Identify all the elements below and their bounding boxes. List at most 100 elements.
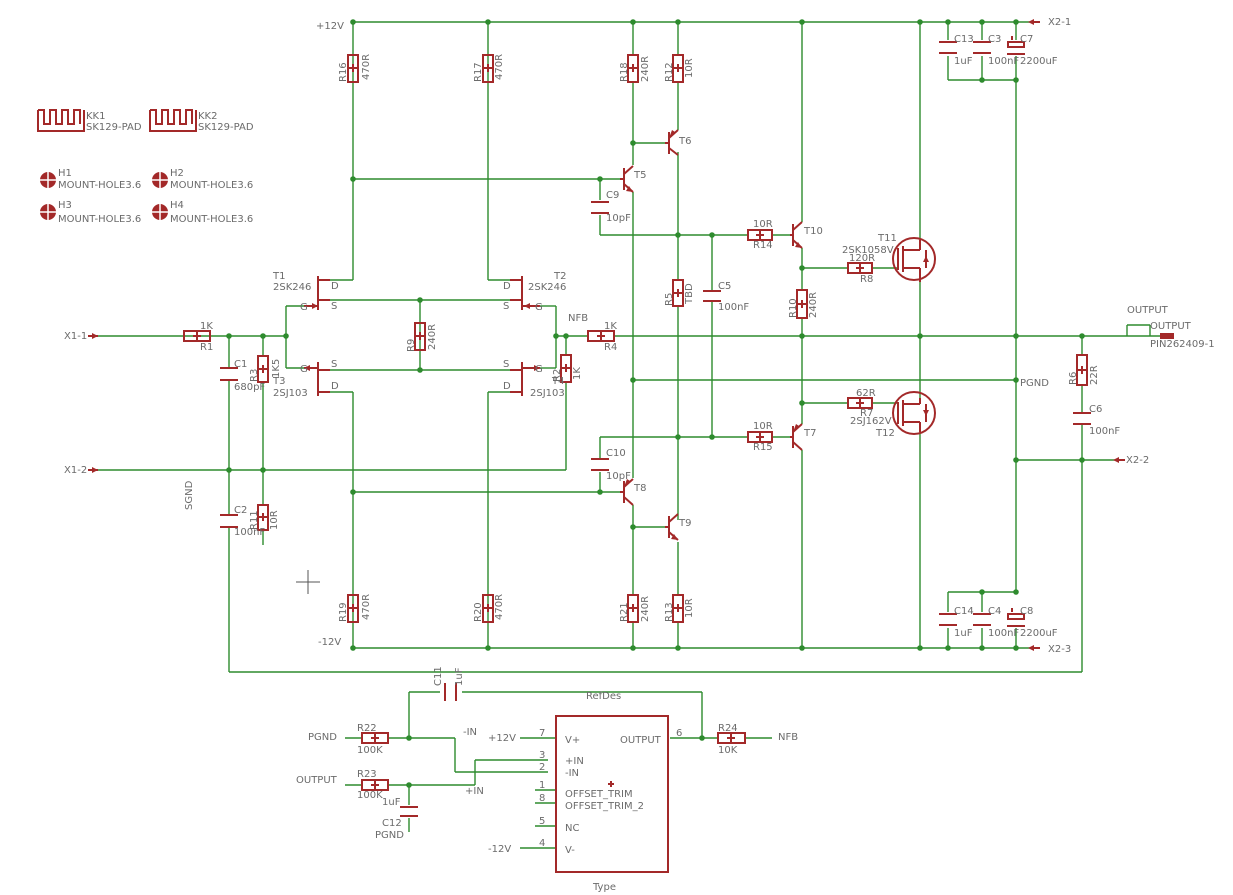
label-r20-name: R20 [473, 602, 484, 622]
pin-x2-2[interactable] [1113, 457, 1125, 463]
opamp-type: Type [592, 882, 616, 893]
label-r12-val: 10R [684, 58, 695, 78]
pin-x2-3[interactable] [1028, 645, 1040, 651]
resistor-r21[interactable] [627, 594, 639, 623]
resistor-r3[interactable] [257, 355, 269, 383]
label-c9-val: 10pF [606, 213, 631, 224]
pin-t2-d: D [503, 281, 511, 292]
label-kk1-name: KK1 [86, 111, 105, 122]
resistor-r5[interactable] [672, 279, 684, 307]
capacitor-c10[interactable] [591, 458, 609, 471]
capacitor-c8[interactable] [1007, 608, 1025, 627]
capacitor-c12[interactable] [400, 806, 418, 817]
bjt-t8[interactable] [620, 478, 634, 506]
label-c13-val: 1uF [954, 56, 973, 67]
capacitor-c2[interactable] [220, 514, 238, 528]
capacitor-c14[interactable] [939, 613, 957, 626]
pin-x1-1[interactable] [88, 333, 98, 339]
capacitor-c13[interactable] [939, 41, 957, 54]
resistor-r15[interactable] [747, 431, 773, 443]
resistor-r14[interactable] [747, 229, 773, 241]
label-t1-name: T1 [272, 271, 285, 282]
pin-output[interactable] [1160, 333, 1174, 339]
mount-hole-h1[interactable] [40, 172, 56, 188]
resistor-r8[interactable] [847, 262, 873, 274]
capacitor-c6[interactable] [1073, 412, 1091, 425]
pin-t4-g: G [535, 364, 543, 375]
resistor-r23[interactable] [361, 779, 389, 791]
opamp-net-vpos: +12V [488, 733, 516, 744]
label-r3-name: R3 [249, 369, 260, 382]
label-r16-val: 470R [361, 54, 372, 80]
jfet-t2[interactable] [510, 276, 540, 310]
capacitor-c4[interactable] [973, 613, 991, 626]
label-r18-val: 240R [640, 56, 651, 82]
jfet-t1[interactable] [304, 276, 330, 310]
opamp-pin-num: 8 [539, 793, 545, 804]
bjt-t5[interactable] [620, 165, 634, 193]
pin-t2-g: G [535, 302, 543, 313]
pin-x1-2[interactable] [88, 467, 98, 473]
label-r12-name: R12 [664, 62, 675, 82]
capacitor-c11[interactable] [444, 683, 457, 701]
resistor-r12[interactable] [672, 54, 684, 83]
jfet-t4[interactable] [510, 362, 540, 396]
resistor-r9[interactable] [414, 322, 426, 351]
pin-t1-g: G [300, 302, 308, 313]
label-r2-name: R2 [552, 369, 563, 382]
heatsink-kk2[interactable] [149, 109, 197, 132]
capacitor-c7[interactable] [1007, 36, 1025, 55]
resistor-r10[interactable] [796, 289, 808, 319]
resistor-r7[interactable] [847, 397, 873, 409]
label-c11-val: 1uF [454, 667, 465, 686]
label-r4-name: R4 [604, 342, 617, 353]
resistor-r17[interactable] [482, 54, 494, 83]
capacitor-c3[interactable] [973, 41, 991, 54]
junctions [226, 19, 1085, 788]
resistor-r6[interactable] [1076, 354, 1088, 386]
resistor-r4[interactable] [587, 330, 615, 342]
resistor-r24[interactable] [717, 732, 746, 744]
bjt-t6[interactable] [665, 129, 679, 156]
label-c14-name: C14 [954, 606, 974, 617]
resistor-r22[interactable] [361, 732, 389, 744]
opamp-pin-label: OFFSET_TRIM_2 [565, 801, 644, 812]
capacitor-c9[interactable] [591, 201, 609, 214]
resistor-r19[interactable] [347, 594, 359, 623]
label-c5-name: C5 [718, 281, 731, 292]
resistor-r13[interactable] [672, 594, 684, 623]
label-h2-val: MOUNT-HOLE3.6 [170, 180, 253, 191]
label-r17-name: R17 [473, 62, 484, 82]
bjt-t9[interactable] [665, 513, 679, 541]
mosfet-t12[interactable] [892, 391, 936, 435]
label-r22-val: 100K [357, 745, 383, 756]
mount-hole-h4[interactable] [152, 204, 168, 220]
label-r11-name: R11 [249, 510, 260, 530]
pin-t4-s: S [503, 359, 509, 370]
capacitor-c1[interactable] [220, 367, 238, 381]
mosfet-t11[interactable] [892, 237, 936, 282]
mount-hole-h3[interactable] [40, 204, 56, 220]
resistor-r2[interactable] [560, 354, 572, 383]
mount-hole-h2[interactable] [152, 172, 168, 188]
resistor-r11[interactable] [257, 504, 269, 531]
label-c7-name: C7 [1020, 34, 1033, 45]
label-r8-val: 120R [849, 253, 875, 264]
label-r6-name: R6 [1068, 372, 1079, 385]
bjt-t10[interactable] [790, 221, 803, 249]
resistor-r20[interactable] [482, 594, 494, 623]
label-kk1-val: SK129-PAD [86, 122, 142, 133]
label-r11-val: 10R [269, 510, 280, 530]
opamp-pin-num: 5 [539, 816, 545, 827]
jfet-t3[interactable] [304, 362, 330, 396]
resistor-r1[interactable] [183, 330, 211, 342]
resistor-r18[interactable] [627, 54, 639, 83]
label-c3-name: C3 [988, 34, 1001, 45]
resistor-r16[interactable] [347, 54, 359, 83]
pin-x2-1[interactable] [1028, 19, 1040, 25]
label-t11-name: T11 [877, 233, 897, 244]
opamp-ic[interactable] [555, 715, 669, 873]
heatsink-kk1[interactable] [37, 109, 85, 132]
bjt-t7[interactable] [790, 423, 803, 451]
capacitor-c5[interactable] [703, 290, 721, 302]
